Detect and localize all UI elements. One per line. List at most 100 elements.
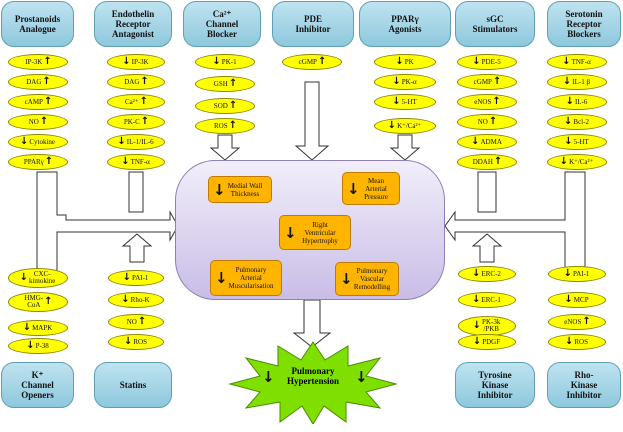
factor-label: Rho-K	[130, 295, 150, 304]
down-arrow-icon: ↓	[472, 336, 482, 347]
up-arrow-icon: ↑	[137, 316, 147, 327]
down-arrow-icon: ↓	[564, 136, 573, 147]
arrow-center-down	[292, 299, 332, 348]
factor-ip-3k: IP-3K↑	[8, 54, 68, 70]
down-arrow-icon: ↓	[19, 136, 29, 147]
factor-sod: SOD↑	[195, 98, 255, 114]
factor-il-1: ↓IL-1 β	[547, 74, 607, 90]
result-arrow-left: ↓	[262, 368, 275, 386]
factor-label: Bcl-2	[573, 117, 589, 126]
up-arrow-icon: ↑	[140, 116, 150, 127]
factor-label: cAMP	[24, 97, 43, 106]
up-arrow-icon: ↑	[43, 96, 53, 107]
down-arrow-icon: ↓	[564, 336, 574, 347]
factor-pk-c: PK-C↑	[107, 114, 165, 130]
up-arrow-icon: ↑	[228, 120, 237, 131]
arrow-pde-down	[294, 81, 330, 161]
down-arrow-icon: ↓	[212, 56, 221, 67]
outcome-pulmonary-arterial-muscularisation: ↓Pulmonary Arterial Muscularisation	[210, 260, 282, 296]
down-arrow-icon: ↓	[471, 136, 480, 147]
factor-bcl-2: ↓Bcl-2	[547, 114, 607, 130]
bottom-header-1: Statins	[94, 362, 172, 408]
factor-label: HMG- CoA	[24, 294, 44, 309]
up-arrow-icon: ↑	[44, 296, 53, 307]
factor-ca: Ca²⁺↑	[107, 94, 165, 110]
factor-label: PK-3k /PKB	[482, 318, 501, 333]
factor-ddah: DDAH↑	[457, 154, 517, 170]
top-header-4: PPARγ Agonists	[359, 1, 451, 47]
down-arrow-icon: ↓	[215, 269, 228, 287]
factor-label: ROS	[574, 337, 588, 346]
factor-pdgf: ↓PDGF	[458, 334, 516, 350]
factor-label: ROS	[213, 121, 228, 130]
factor-label: Ca²⁺	[125, 97, 139, 106]
up-arrow-icon: ↑	[582, 316, 591, 327]
down-arrow-icon: ↓	[564, 294, 573, 305]
arrow-sgc	[477, 171, 497, 213]
outcome-label: Pulmonary Arterial Muscularisation	[228, 266, 274, 290]
arrow-prostanoid-down	[36, 171, 179, 281]
top-header-5: sGC Stimulators	[455, 1, 535, 47]
arrow-statins-up	[121, 233, 153, 263]
outcome-label: Pulmonary Vascular Remodelling	[353, 267, 391, 291]
factor-camp: cAMP↑	[8, 94, 68, 110]
factor-no: NO↑	[457, 114, 517, 130]
factor-label: PK-1	[221, 57, 237, 66]
bottom-header-3: Rho- Kinase Inhibitor	[547, 362, 621, 408]
factor-label: IL-1 β	[572, 77, 591, 86]
factor-label: K⁺/Ca²⁺	[397, 121, 422, 130]
factor-label: Cytokine	[29, 137, 56, 146]
top-header-0: Prostanoids Analogue	[1, 1, 74, 47]
factor-5-ht: ↓5-HT	[547, 134, 607, 150]
factor-mapk: ↓MAPK	[8, 320, 68, 336]
arrow-cachannel-down	[209, 134, 241, 161]
factor-dag: DAG↑	[107, 74, 165, 90]
down-arrow-icon: ↓	[121, 294, 130, 305]
factor-label: PAI-1	[572, 269, 590, 278]
up-arrow-icon: ↑	[492, 96, 501, 107]
down-arrow-icon: ↓	[347, 179, 360, 198]
up-arrow-icon: ↑	[39, 116, 49, 127]
factor-label: MCP	[573, 295, 589, 304]
factor-pk: ↓PK	[374, 54, 436, 70]
factor-label: ADMA	[480, 137, 502, 146]
factor-il-1-il-6: ↓IL-1/IL-6	[107, 134, 165, 150]
factor-rho-k: ↓Rho-K	[108, 292, 164, 308]
factor-label: PK-α	[401, 77, 417, 86]
factor-label: DAG	[26, 77, 42, 86]
top-header-1: Endothelin Receptor Antagonist	[94, 1, 172, 47]
down-arrow-icon: ↓	[121, 156, 130, 167]
arrow-ppar-down	[389, 134, 421, 161]
factor-label: PK-C	[123, 117, 140, 126]
factor-label: IL-1/IL-6	[126, 137, 154, 146]
up-arrow-icon: ↑	[493, 156, 503, 167]
factor-pde-5: ↓PDE-5	[457, 54, 517, 70]
factor-label: cGMP	[473, 77, 492, 86]
factor-p-38: ↓P-38	[8, 338, 68, 354]
factor-label: ERC-2	[481, 269, 501, 278]
down-arrow-icon: ↓	[564, 116, 573, 127]
down-arrow-icon: ↓	[472, 56, 481, 67]
factor-label: DAG	[124, 77, 140, 86]
factor-ros: ↓ROS	[108, 334, 164, 350]
factor-pai-1: ↓PAI-1	[548, 266, 606, 282]
down-arrow-icon: ↓	[387, 120, 397, 131]
down-arrow-icon: ↓	[123, 336, 133, 347]
arrow-tki-up	[471, 233, 503, 263]
outcome-pulmonary-vascular-remodelling: ↓Pulmonary Vascular Remodelling	[335, 262, 399, 296]
up-arrow-icon: ↑	[139, 96, 148, 107]
down-arrow-icon: ↓	[284, 223, 297, 242]
factor-label: NO	[477, 117, 488, 126]
down-arrow-icon: ↓	[122, 272, 131, 283]
factor-no: NO↑	[8, 114, 68, 130]
factor-dag: DAG↑	[8, 74, 68, 90]
down-arrow-icon: ↓	[565, 96, 574, 107]
factor-label: 5-HT	[401, 97, 417, 106]
factor-gsh: GSH↑	[195, 76, 255, 92]
up-arrow-icon: ↑	[492, 76, 502, 87]
factor-label: IL-6	[574, 97, 588, 106]
factor-cxc-kimokine: ↓CXC- kimokine	[8, 268, 68, 288]
factor-label: TNF-α	[571, 57, 591, 66]
factor-label: CXC- kimokine	[28, 270, 56, 285]
